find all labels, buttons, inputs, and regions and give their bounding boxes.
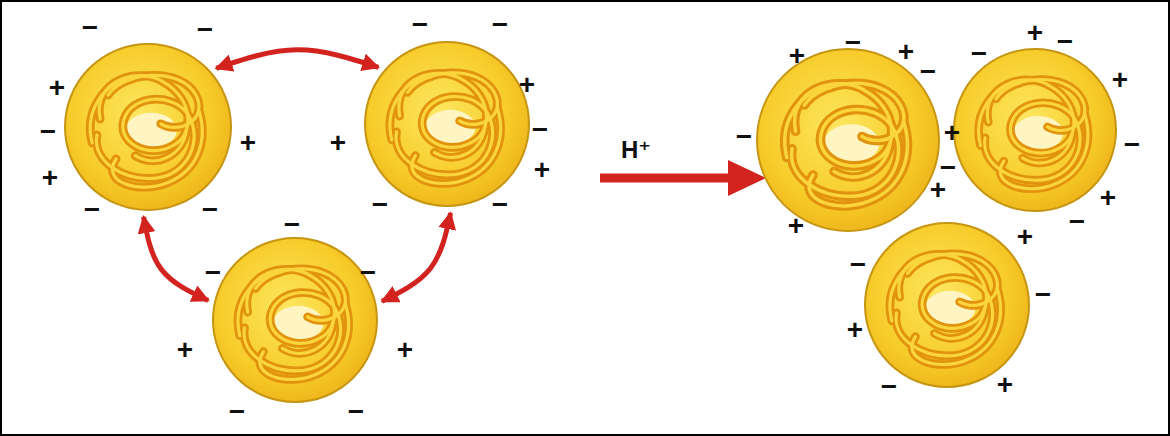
charge-sign: − [348, 398, 364, 426]
protein-particle: −−+−+ [864, 222, 1030, 388]
repulsion-arrow [216, 50, 378, 68]
charge-sign: − [736, 123, 752, 151]
particle-outline [364, 41, 530, 207]
particle-outline [864, 222, 1030, 388]
protein-particle: +−+−−+++ [756, 48, 940, 232]
protein-particle: −−+−++−− [364, 41, 530, 207]
charge-sign: + [49, 74, 65, 102]
charge-sign: + [1100, 184, 1116, 212]
charge-sign: + [789, 42, 805, 70]
reaction-arrow [600, 160, 766, 196]
charge-sign: − [845, 29, 861, 57]
charge-sign: − [920, 58, 936, 86]
charge-sign: + [788, 212, 804, 240]
charge-sign: − [197, 16, 213, 44]
charge-sign: − [492, 11, 508, 39]
charge-sign: + [944, 119, 960, 147]
particle-circle [757, 49, 939, 231]
charge-sign: − [850, 251, 866, 279]
charge-sign: − [40, 118, 56, 146]
protein-chain [890, 254, 1001, 365]
charge-sign: + [177, 336, 193, 364]
charge-sign: − [360, 259, 376, 287]
charge-sign: − [284, 211, 300, 239]
charge-sign: + [1017, 223, 1033, 251]
charge-sign: + [898, 38, 914, 66]
charge-sign: − [1035, 281, 1051, 309]
protein-chain [90, 75, 202, 187]
charge-sign: + [519, 71, 535, 99]
protein-chain [979, 80, 1088, 189]
charge-sign: − [1124, 131, 1140, 159]
charge-sign: + [42, 164, 58, 192]
charge-sign: − [372, 191, 388, 219]
ion-label: H⁺ [621, 138, 651, 162]
charge-sign: − [1069, 208, 1085, 236]
protein-particle: −−−++−− [212, 237, 378, 403]
charge-sign: + [330, 129, 346, 157]
charge-sign: − [881, 373, 897, 401]
particle-outline [953, 48, 1117, 212]
particle-circle [65, 44, 231, 210]
charge-sign: + [847, 316, 863, 344]
repulsion-arrow [382, 213, 451, 301]
protein-particle: +−−+−+−+− [953, 48, 1117, 212]
charge-sign: + [1027, 19, 1043, 47]
charge-sign: − [202, 196, 218, 224]
particle-outline [756, 48, 940, 232]
charge-sign: − [82, 14, 98, 42]
charge-sign: − [532, 116, 548, 144]
repulsion-arrow [144, 217, 209, 301]
charge-sign: − [84, 196, 100, 224]
charge-sign: + [997, 371, 1013, 399]
protein-chain [390, 73, 501, 184]
protein-chain [785, 83, 908, 206]
charge-sign: + [534, 156, 550, 184]
charge-sign: − [1057, 28, 1073, 56]
particle-circle [954, 49, 1116, 211]
particle-circle [213, 238, 377, 402]
particle-circle [365, 42, 529, 206]
charge-sign: − [971, 40, 987, 68]
charge-sign: − [205, 259, 221, 287]
particle-circle [865, 223, 1029, 387]
protein-particle: −−+−+−−+ [64, 43, 232, 211]
charge-sign: − [492, 191, 508, 219]
particle-outline [64, 43, 232, 211]
charge-sign: + [240, 129, 256, 157]
charge-sign: − [412, 11, 428, 39]
charge-sign: + [397, 336, 413, 364]
charge-sign: + [1112, 66, 1128, 94]
particle-outline [212, 237, 378, 403]
charge-sign: − [940, 154, 956, 182]
charge-sign: − [229, 398, 245, 426]
protein-chain [238, 269, 349, 380]
